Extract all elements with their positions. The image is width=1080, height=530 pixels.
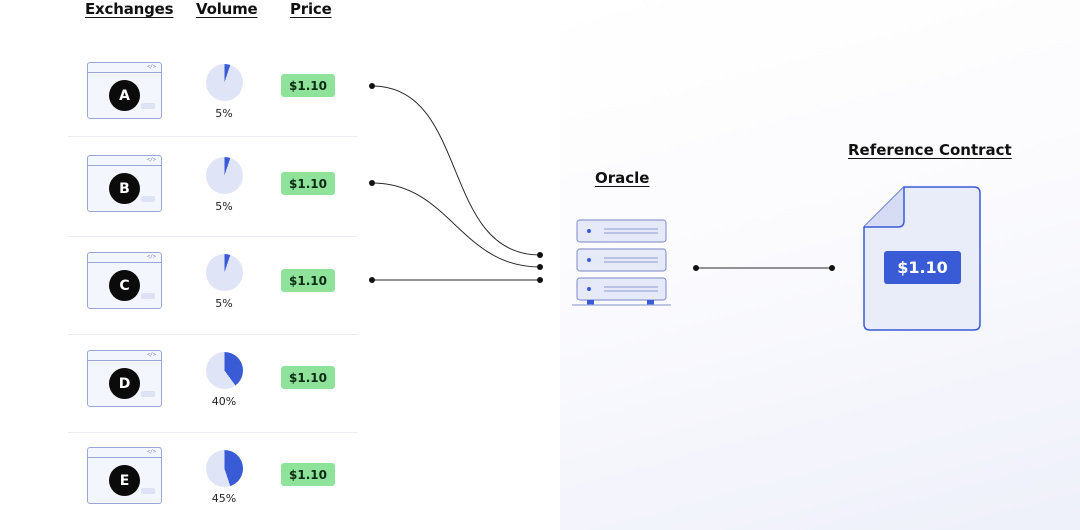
exchange-card-d: </> D (87, 350, 162, 407)
connector-dot (369, 277, 375, 283)
volume-label-a: 5% (215, 107, 233, 120)
window-titlebar (88, 63, 161, 73)
price-tag-d: $1.10 (281, 366, 335, 389)
price-tag-b: $1.10 (281, 172, 335, 195)
volume-label-c: 5% (215, 297, 233, 310)
connector-dot (537, 252, 543, 258)
volume-pie-c (206, 254, 243, 291)
reference-contract-title: Reference Contract (848, 141, 1012, 159)
exchange-card-a: </> A (87, 62, 162, 119)
exchange-card-b: </> B (87, 155, 162, 212)
code-icon: </> (146, 64, 156, 70)
volume-label-d: 40% (211, 395, 237, 408)
placeholder-bar (141, 103, 155, 109)
row-divider (68, 432, 358, 433)
row-divider (68, 236, 358, 237)
connector-dot (369, 83, 375, 89)
window-titlebar (88, 448, 161, 458)
price-header: Price (290, 0, 332, 18)
server-unit (576, 219, 667, 243)
price-tag-a: $1.10 (281, 74, 335, 97)
price-tag-c: $1.10 (281, 269, 335, 292)
volume-pie-e (206, 450, 243, 487)
volume-label-b: 5% (215, 200, 233, 213)
price-tag-e: $1.10 (281, 463, 335, 486)
connector-dot (829, 265, 835, 271)
server-foot (587, 300, 594, 305)
volume-pie-b (206, 157, 243, 194)
code-icon: </> (146, 352, 156, 358)
connector-a (371, 85, 541, 256)
exchange-badge-e: E (109, 465, 140, 496)
oracle-title: Oracle (595, 169, 650, 187)
server-unit (576, 277, 667, 301)
connector-b (371, 182, 541, 268)
placeholder-bar (141, 293, 155, 299)
volume-label-e: 45% (211, 492, 237, 505)
code-icon: </> (146, 254, 156, 260)
server-stack-icon (572, 219, 671, 306)
connector-lines (371, 85, 832, 281)
connector-dot (693, 265, 699, 271)
row-divider (68, 334, 358, 335)
exchange-badge-c: C (109, 270, 140, 301)
connector-dot (537, 264, 543, 270)
connector-dot (369, 180, 375, 186)
placeholder-bar (141, 391, 155, 397)
window-titlebar (88, 253, 161, 263)
window-titlebar (88, 156, 161, 166)
server-unit (576, 248, 667, 272)
exchange-badge-d: D (109, 368, 140, 399)
window-titlebar (88, 351, 161, 361)
exchange-badge-b: B (109, 173, 140, 204)
contract-price-badge: $1.10 (884, 251, 961, 284)
exchange-badge-a: A (109, 80, 140, 111)
placeholder-bar (141, 488, 155, 494)
volume-header: Volume (196, 0, 258, 18)
connector-dot (537, 277, 543, 283)
server-foot (647, 300, 654, 305)
placeholder-bar (141, 196, 155, 202)
volume-pie-d (206, 352, 243, 389)
code-icon: </> (146, 157, 156, 163)
exchange-card-e: </> E (87, 447, 162, 504)
exchange-card-c: </> C (87, 252, 162, 309)
row-divider (68, 136, 358, 137)
code-icon: </> (146, 449, 156, 455)
volume-pie-a (206, 64, 243, 101)
exchanges-header: Exchanges (85, 0, 174, 18)
